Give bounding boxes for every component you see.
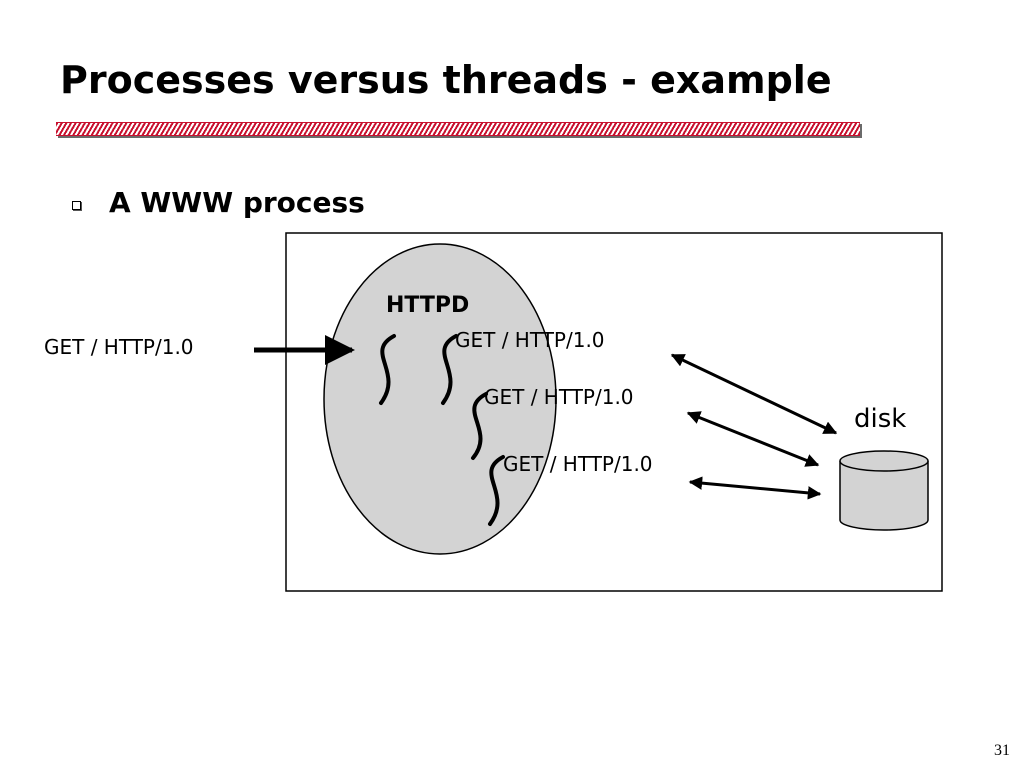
disk-access-arrow-3 (688, 476, 822, 500)
incoming-request-label: GET / HTTP/1.0 (44, 335, 194, 359)
disk-cylinder-icon (839, 450, 929, 531)
thread-request-label-3: GET / HTTP/1.0 (503, 452, 653, 476)
diagram-frame (285, 232, 943, 592)
bullet-text: A WWW process (109, 186, 365, 219)
thread-2-icon (441, 334, 458, 405)
thread-request-label-1: GET / HTTP/1.0 (455, 328, 605, 352)
thread-1-icon (379, 334, 396, 405)
bullet-item: A WWW process (72, 186, 365, 219)
disk-access-arrow-1 (670, 353, 838, 435)
process-label: HTTPD (386, 293, 469, 318)
thread-4-icon (488, 455, 505, 526)
hollow-square-bullet-icon (72, 201, 81, 210)
page-number: 31 (994, 742, 1010, 759)
httpd-process-ellipse (323, 243, 557, 555)
thread-3-icon (471, 392, 488, 460)
title-underline-rule (56, 122, 860, 136)
disk-label: disk (854, 404, 906, 434)
thread-request-label-2: GET / HTTP/1.0 (484, 385, 634, 409)
slide-title: Processes versus threads - example (60, 58, 832, 102)
disk-access-arrow-2 (686, 411, 820, 467)
